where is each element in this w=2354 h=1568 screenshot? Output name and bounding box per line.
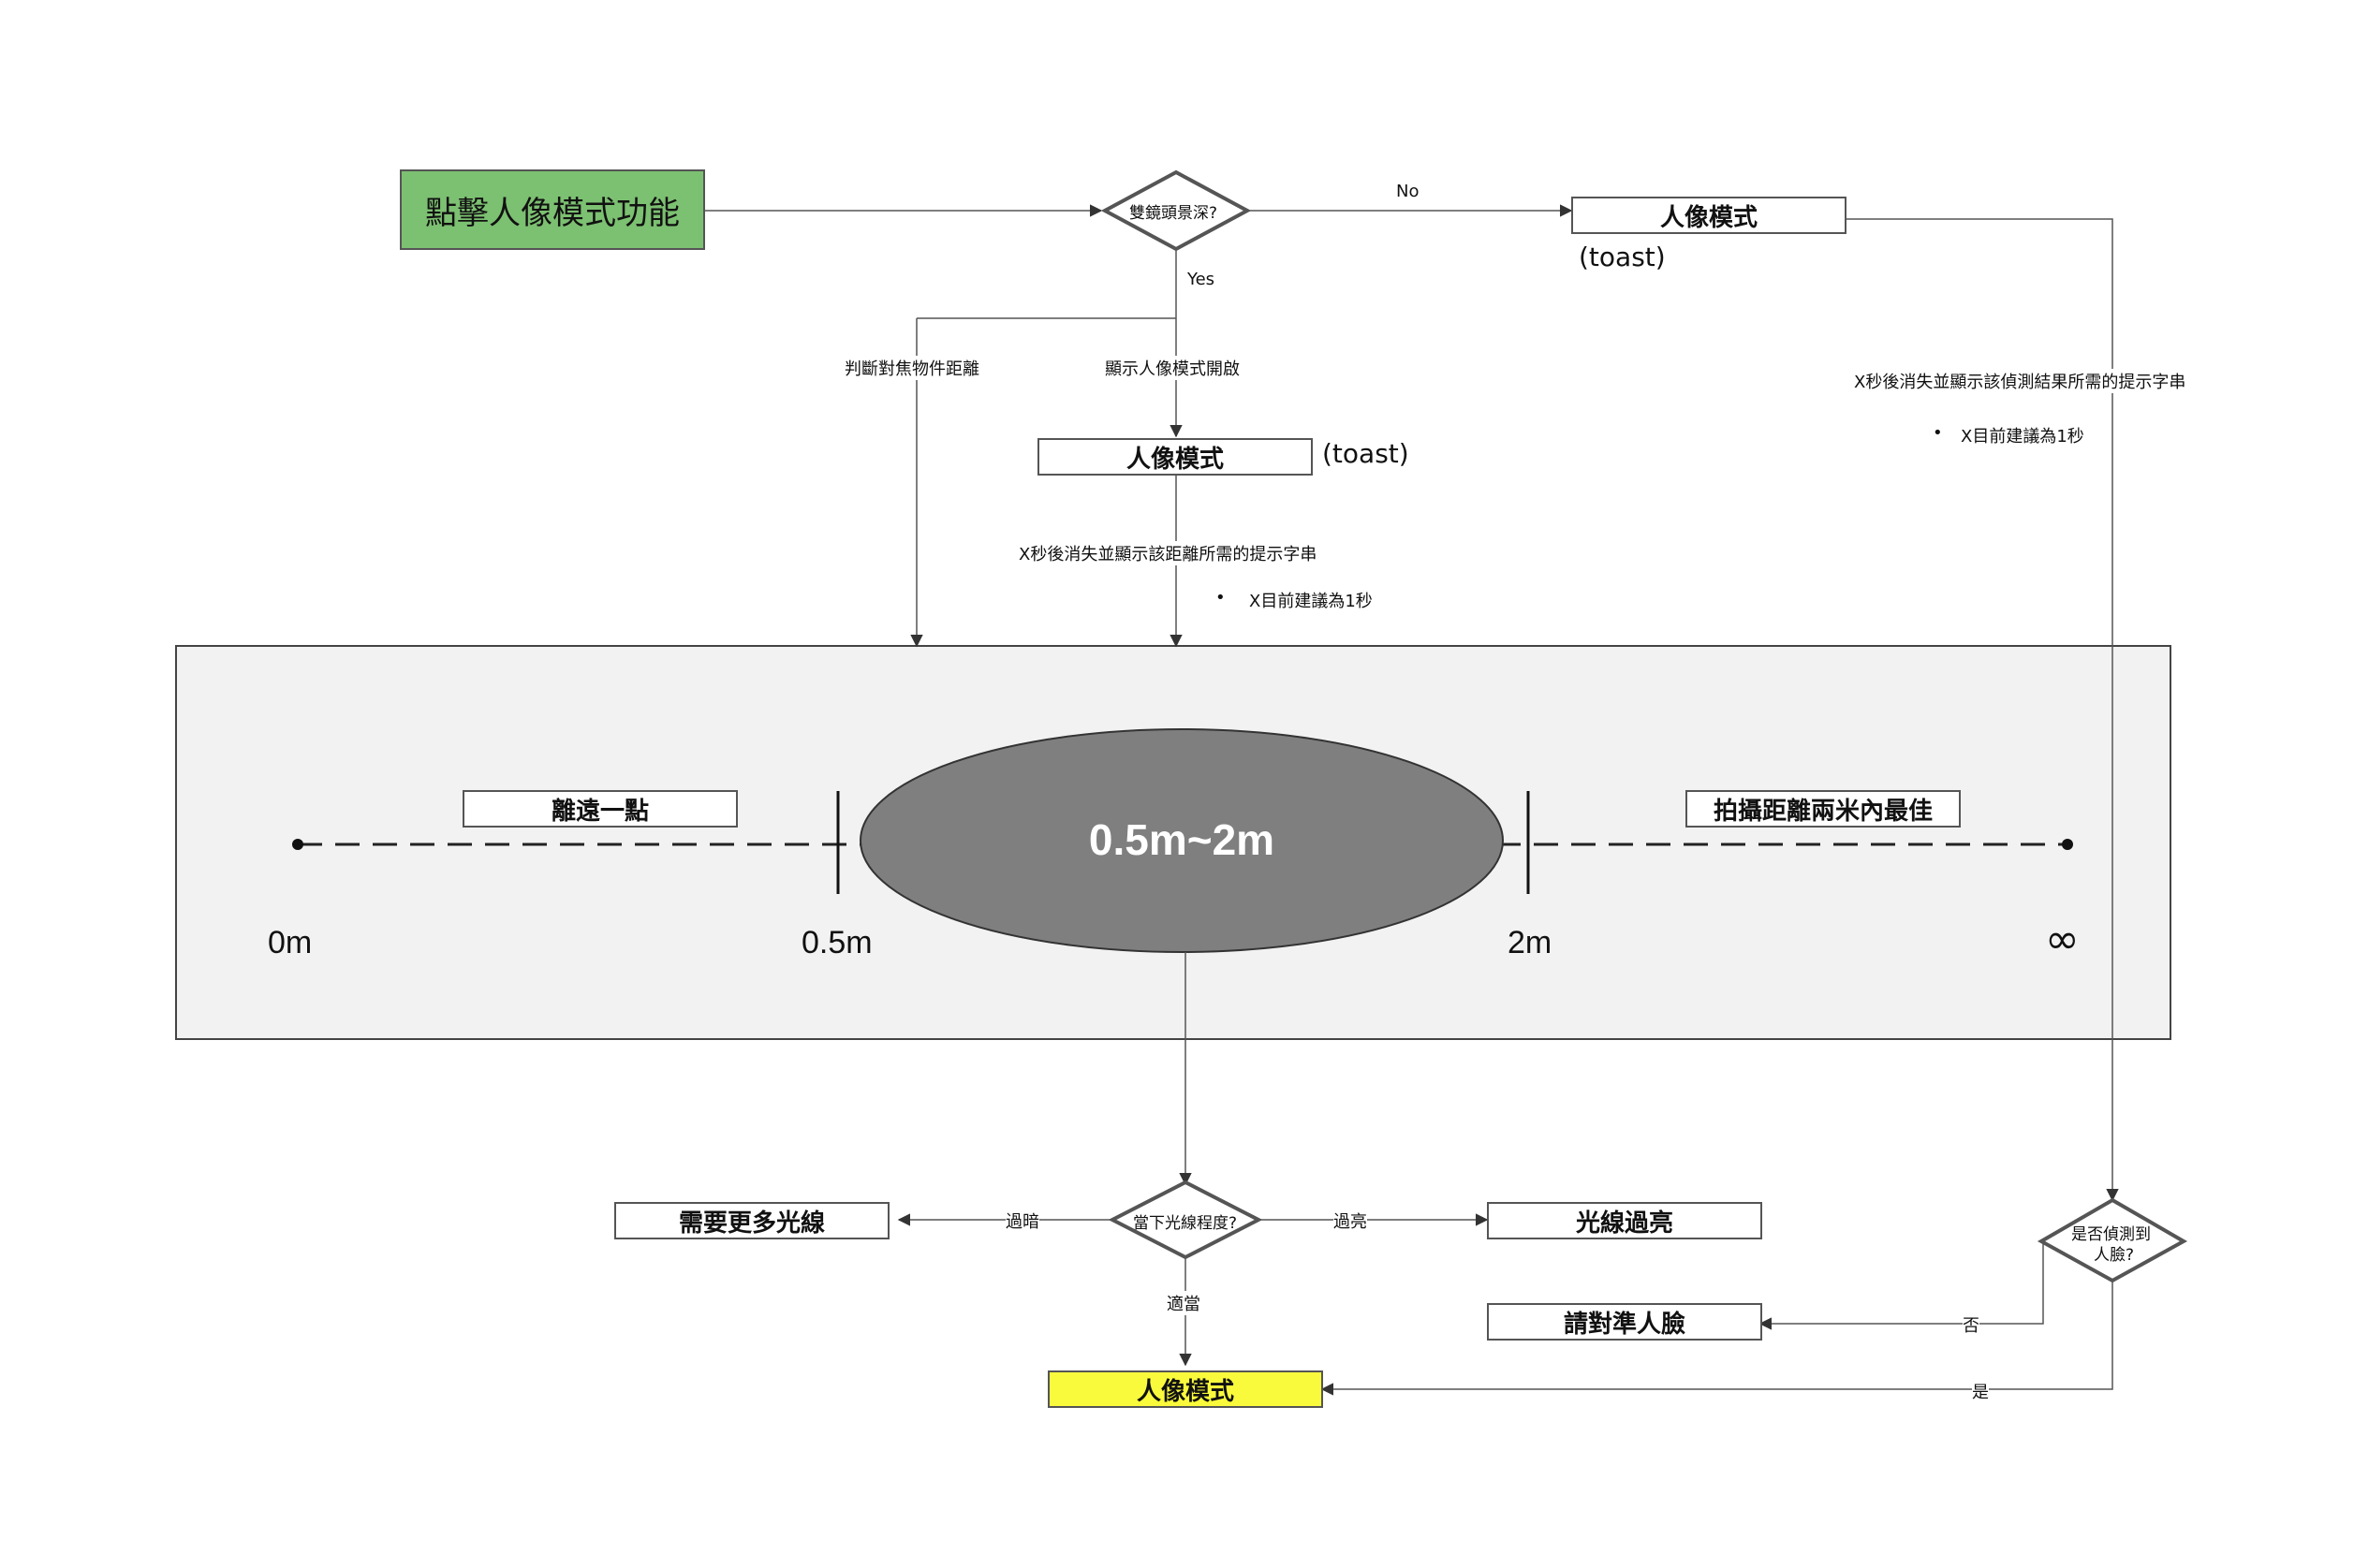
- decision-light-level: [1108, 1180, 1263, 1260]
- edge-label-bright: 過亮: [1333, 1209, 1367, 1233]
- edge-face-no: [1758, 1241, 2044, 1330]
- decision-dual-lens: [1100, 169, 1252, 252]
- tick-label-2m: 2m: [1508, 925, 1552, 960]
- result-light-too-bright-label: 光線過亮: [1575, 1209, 1673, 1238]
- result-light-too-bright: 光線過亮: [1487, 1202, 1762, 1239]
- result-align-face-label: 請對準人臉: [1563, 1310, 1685, 1339]
- start-node: 點擊人像模式功能: [400, 169, 705, 250]
- result-align-face: 請對準人臉: [1487, 1303, 1762, 1341]
- edge-label-face-no: 否: [1963, 1312, 1979, 1337]
- result-portrait-mode: 人像模式: [1048, 1370, 1323, 1408]
- best-distance-hint-label: 拍攝距離兩米內最佳: [1713, 797, 1933, 826]
- result-need-more-light-label: 需要更多光線: [678, 1209, 825, 1238]
- move-away-hint: 離遠一點: [463, 790, 738, 828]
- axis-end-dot: [2062, 839, 2073, 850]
- move-away-hint-label: 離遠一點: [551, 797, 649, 826]
- center-note-bullet-dot: •: [1215, 588, 1226, 608]
- toast-tag-no-path: (toast): [1579, 242, 1666, 272]
- edge-label-dark: 過暗: [1006, 1209, 1039, 1233]
- toast-tag-yes-path: (toast): [1322, 438, 1409, 469]
- decision-light-level-label: 當下光線程度?: [1133, 1214, 1238, 1233]
- result-portrait-mode-label: 人像模式: [1136, 1377, 1234, 1406]
- edge-face-yes: [1320, 1281, 2113, 1396]
- toast-portrait-yes-path: 人像模式: [1037, 438, 1313, 476]
- center-note-bullet: X目前建議為1秒: [1249, 592, 1373, 611]
- decision-dual-lens-label: 雙鏡頭景深?: [1129, 204, 1218, 223]
- tick-label-infinity: ∞: [2045, 916, 2080, 963]
- toast-portrait-no-path: 人像模式: [1571, 197, 1846, 234]
- edge-label-no: No: [1396, 182, 1420, 201]
- decision-face-label-2: 人臉?: [2094, 1246, 2135, 1265]
- start-node-label: 點擊人像模式功能: [425, 194, 680, 232]
- decision-face-label-1: 是否偵測到: [2071, 1225, 2151, 1244]
- edge-label-show-portrait: 顯示人像模式開啟: [1105, 356, 1240, 380]
- optimal-range-ellipse: [860, 728, 1504, 953]
- result-need-more-light: 需要更多光線: [614, 1202, 890, 1239]
- edge-label-face-yes: 是: [1972, 1379, 1989, 1403]
- right-note-bullet-dot: •: [1933, 423, 1943, 443]
- edge-label-proper: 適當: [1167, 1291, 1200, 1315]
- edge-label-judge-distance: 判斷對焦物件距離: [845, 356, 979, 380]
- toast-portrait-yes-path-label: 人像模式: [1126, 445, 1224, 474]
- tick-label-0m: 0m: [268, 925, 313, 960]
- edge-toast-to-face-check: [1845, 218, 2119, 1202]
- right-note-bullet: X目前建議為1秒: [1961, 427, 2084, 447]
- best-distance-hint: 拍攝距離兩米內最佳: [1685, 790, 1961, 828]
- center-note: X秒後消失並顯示該距離所需的提示字串: [1019, 541, 1317, 565]
- axis-start-dot: [292, 839, 303, 850]
- optimal-range-label: 0.5m~2m: [1088, 815, 1275, 864]
- decision-face-detected: [2037, 1197, 2188, 1283]
- tick-label-0-5m: 0.5m: [802, 925, 873, 960]
- edge-label-yes: Yes: [1187, 270, 1215, 289]
- right-note: X秒後消失並顯示該偵測結果所需的提示字串: [1854, 369, 2186, 393]
- toast-portrait-no-path-label: 人像模式: [1659, 203, 1758, 232]
